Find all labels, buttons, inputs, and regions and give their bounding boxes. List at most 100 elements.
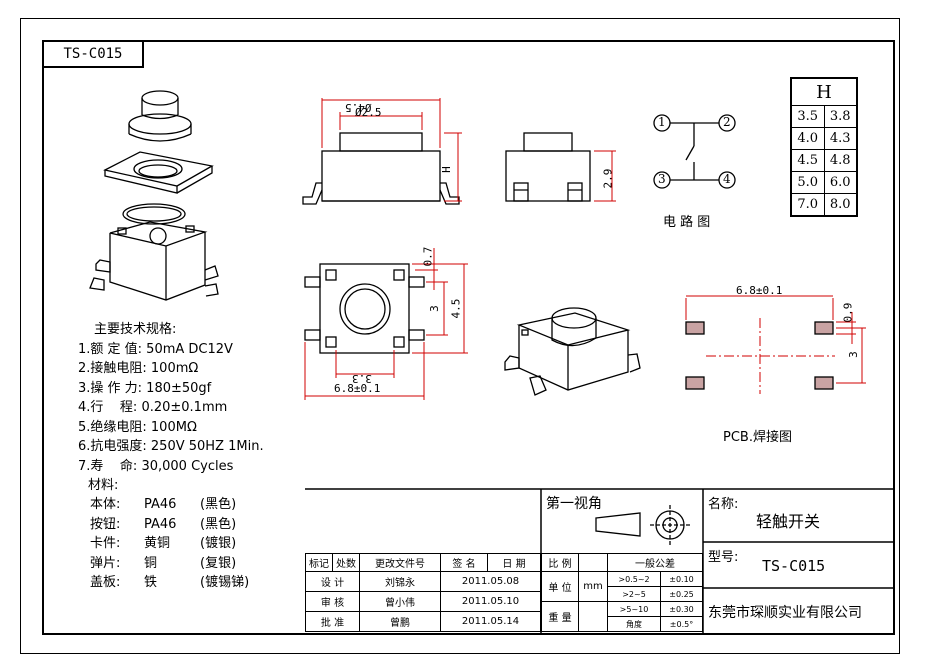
pcb-dim-3: 3	[846, 351, 860, 358]
tolerance-table: 比 例 一般公差 单 位 mm >0.5~2 ±0.10 >2~5 ±0.25 …	[541, 553, 703, 632]
material-name: PA46	[144, 497, 177, 512]
rev-header: 更改文件号	[359, 553, 441, 572]
weight-label: 重 量	[541, 601, 579, 632]
name-label: 名称:	[708, 497, 739, 512]
dim-d25: Ø2.5	[355, 106, 382, 119]
pin-2-label: 2	[723, 115, 731, 129]
tolerance-range: 角度	[607, 616, 661, 632]
side-view	[505, 132, 591, 202]
materials-title: 材料:	[88, 478, 119, 493]
unit-value: mm	[578, 571, 608, 602]
height-cell: 4.0	[790, 127, 825, 150]
rev-header: 处数	[332, 553, 360, 572]
material-finish: (黑色)	[200, 497, 237, 512]
cover-plate-icon	[103, 151, 214, 194]
model-value: TS-C015	[762, 557, 826, 575]
drawing-number-box: TS-C015	[42, 40, 144, 68]
material-finish: (镀银)	[200, 536, 237, 551]
role-cell: 审 核	[305, 591, 360, 612]
material-part: 按钮:	[90, 516, 121, 532]
circuit-diagram	[653, 114, 736, 189]
height-cell: 5.0	[790, 171, 825, 194]
material-finish: (镀锡锑)	[200, 575, 250, 590]
material-name: 黄铜	[144, 536, 171, 551]
height-table-header: H	[790, 77, 858, 106]
drawing-outer-frame	[20, 18, 900, 654]
top-view	[304, 263, 425, 354]
spec-line: 3.操 作 力: 180±50gf	[78, 380, 212, 396]
material-part: 弹片:	[90, 555, 121, 571]
pcb-dim-6-8: 6.8±0.1	[736, 284, 783, 297]
spec-list: 主要技术规格: 1.额 定 值: 50mA DC12V 2.接触电阻: 100m…	[78, 320, 264, 496]
height-cell: 6.0	[823, 171, 858, 194]
spec-line: 5.绝缘电阻: 100MΩ	[78, 419, 197, 435]
tolerance-range: >2~5	[607, 586, 661, 602]
company-name: 东莞市琛顺实业有限公司	[708, 605, 862, 621]
material-name: 铁	[144, 575, 158, 590]
pcb-dim-0-9: 0.9	[841, 302, 855, 323]
height-cell: 4.8	[823, 149, 858, 172]
dim-4-5: 4.5	[449, 298, 463, 319]
dome-spring-icon	[122, 203, 186, 225]
dim-0-7: 0.7	[421, 246, 435, 267]
rev-header: 签 名	[440, 553, 488, 572]
pcb-footprint	[685, 321, 834, 390]
rev-header: 日 期	[487, 553, 541, 572]
base-3d-icon	[89, 221, 219, 301]
spec-line: 7.寿 命: 30,000 Cycles	[78, 458, 234, 474]
unit-label: 单 位	[541, 571, 579, 602]
first-angle-symbol	[595, 505, 690, 545]
scale-label: 比 例	[541, 553, 579, 572]
pin-4-label: 4	[723, 172, 731, 186]
drawing-inner-frame	[42, 40, 895, 635]
material-part: 盖板:	[90, 575, 121, 590]
material-finish: (黑色)	[200, 516, 237, 532]
tolerance-value: ±0.25	[660, 586, 703, 602]
tolerance-title: 一般公差	[607, 553, 703, 572]
front-view	[302, 132, 460, 205]
circuit-label: 电 路 图	[663, 215, 711, 230]
materials-list: 本体: PA46 (黑色) 按钮: PA46 (黑色) 卡件: 黄铜 (镀银) 弹片: 铜 (复…	[90, 495, 249, 593]
material-part: 本体:	[90, 497, 121, 512]
first-view-label: 第一视角	[546, 496, 602, 512]
pin-1-label: 1	[658, 115, 666, 129]
spec-title: 主要技术规格:	[94, 322, 177, 337]
tolerance-range: >5~10	[607, 601, 661, 617]
pin-3-label: 3	[658, 172, 666, 186]
dim-h: H	[439, 166, 453, 173]
model-label: 型号:	[708, 550, 739, 565]
tolerance-value: ±0.10	[660, 571, 703, 587]
dim-3: 3	[427, 305, 441, 312]
tolerance-value: ±0.5°	[660, 616, 703, 632]
material-finish: (复银)	[200, 555, 237, 571]
material-part: 卡件:	[90, 536, 121, 551]
height-cell: 4.3	[823, 127, 858, 150]
height-cell: 3.5	[790, 105, 825, 128]
person-cell: 曾鹏	[359, 611, 441, 632]
product-name: 轻触开关	[756, 512, 821, 531]
material-name: 铜	[144, 555, 158, 571]
rev-header: 标记	[305, 553, 333, 572]
person-cell: 刘锦永	[359, 571, 441, 592]
role-cell: 设 计	[305, 571, 360, 592]
pcb-label: PCB.焊接图	[723, 430, 792, 445]
tolerance-range: >0.5~2	[607, 571, 661, 587]
spec-line: 4.行 程: 0.20±0.1mm	[78, 400, 228, 415]
spec-line: 2.接触电阻: 100mΩ	[78, 361, 199, 376]
date-cell: 2011.05.10	[440, 591, 541, 612]
material-name: PA46	[144, 516, 177, 532]
tolerance-value: ±0.30	[660, 601, 703, 617]
height-cell: 3.8	[823, 105, 858, 128]
scale-value	[578, 553, 608, 572]
button-3d-icon	[128, 90, 192, 142]
height-cell: 4.5	[790, 149, 825, 172]
height-cell: 8.0	[823, 193, 858, 217]
person-cell: 曾小伟	[359, 591, 441, 612]
role-cell: 批 准	[305, 611, 360, 632]
weight-value	[578, 601, 608, 632]
assembled-3d-icon	[504, 307, 641, 396]
date-cell: 2011.05.14	[440, 611, 541, 632]
spec-line: 1.额 定 值: 50mA DC12V	[78, 341, 233, 357]
